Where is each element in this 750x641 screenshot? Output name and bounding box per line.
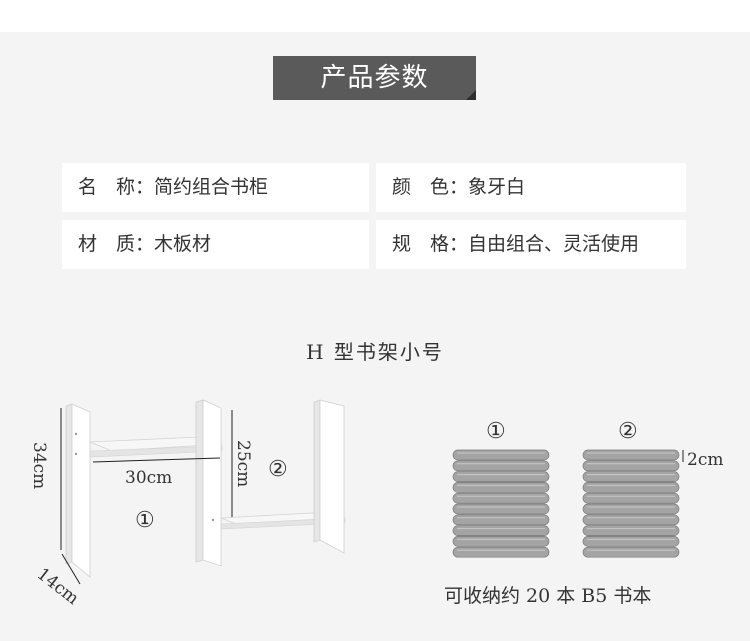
screw-dot	[74, 432, 78, 436]
spec-value: 木板材	[154, 233, 212, 255]
depth-label: 14cm	[33, 564, 83, 609]
width-dimension-line	[92, 457, 221, 463]
spec-label: 颜 色：	[392, 176, 469, 198]
book	[452, 536, 550, 547]
book	[452, 449, 550, 461]
spec-value: 简约组合书柜	[154, 176, 269, 198]
book	[452, 525, 550, 536]
shelf-illustration: 34cm 30cm 25cm ① ② 14cm	[29, 399, 346, 609]
spec-cell-name: 名 称：简约组合书柜	[62, 163, 369, 212]
books-group-1-label: ①	[486, 419, 506, 444]
thickness-label: 2cm	[687, 450, 723, 470]
book	[452, 514, 550, 526]
spec-label: 规 格：	[392, 233, 469, 255]
spec-cell-material: 材 质：木板材	[62, 220, 369, 269]
shelf-marker-1: ①	[135, 508, 155, 533]
books-group-2-label: ②	[618, 419, 638, 444]
screw-dot	[74, 452, 78, 456]
spec-label: 材 质：	[78, 233, 155, 255]
book	[582, 471, 680, 482]
middle-panel	[202, 399, 222, 567]
spec-cell-size: 规 格：自由组合、灵活使用	[376, 220, 686, 269]
book	[452, 492, 550, 504]
books-caption: 可收纳约 20 本 B5 书本	[444, 585, 652, 607]
depth-dimension-line	[61, 553, 81, 585]
book	[582, 482, 680, 493]
left-panel-edge	[65, 403, 73, 565]
top-shelf-edge	[89, 445, 223, 458]
book-stack-2	[582, 449, 680, 558]
top-strip	[0, 0, 750, 32]
books-illustration: ① ② 2cm	[452, 419, 723, 558]
top-shelf-board	[89, 436, 223, 452]
book-stack-1	[452, 449, 550, 558]
book	[582, 460, 680, 472]
book	[582, 449, 680, 461]
book	[452, 503, 550, 515]
section-title-banner: 产品参数	[273, 56, 476, 100]
book	[582, 546, 680, 558]
right-panel-edge	[313, 399, 321, 543]
book	[452, 471, 550, 482]
book	[452, 482, 550, 493]
book	[582, 492, 680, 504]
spec-value: 象牙白	[468, 176, 526, 198]
right-panel	[319, 399, 345, 554]
height-label: 34cm	[29, 442, 49, 489]
book	[582, 536, 680, 547]
book	[452, 546, 550, 558]
spec-cell-color: 颜 色：象牙白	[376, 163, 686, 212]
spec-label: 名 称：	[78, 176, 155, 198]
width-label: 30cm	[125, 468, 172, 488]
book	[582, 525, 680, 536]
middle-panel-edge	[195, 399, 204, 563]
product-subtitle: H 型书架小号	[306, 340, 444, 364]
book	[452, 460, 550, 472]
shelf-marker-2: ②	[268, 457, 288, 482]
book	[582, 503, 680, 515]
inner-height-label: 25cm	[233, 440, 253, 487]
book	[582, 514, 680, 526]
spec-value: 自由组合、灵活使用	[468, 233, 640, 255]
left-panel	[71, 403, 91, 578]
screw-dot	[211, 518, 215, 522]
